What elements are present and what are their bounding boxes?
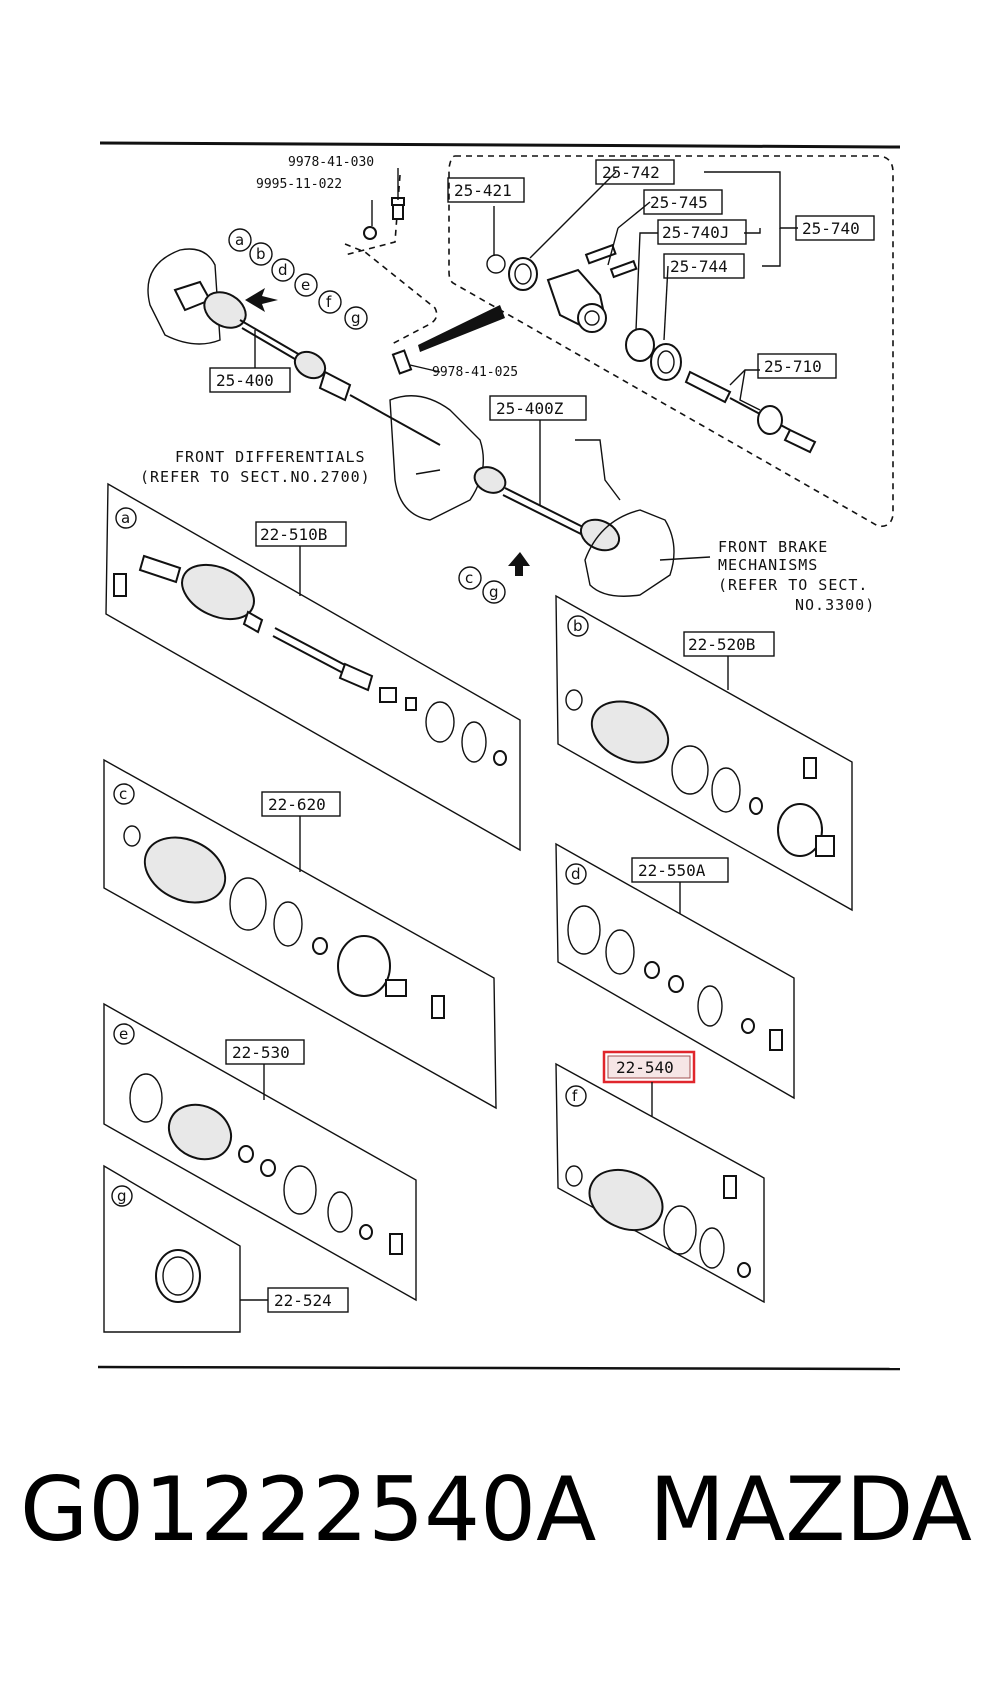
bolt-label-9978-41-025: 9978-41-025 <box>432 365 518 380</box>
callout-25-421: 25-421 <box>454 181 512 200</box>
part-number: G01222540A <box>20 1458 597 1561</box>
caption-bar: G01222540A MAZDA <box>0 1455 992 1565</box>
cv-joint-dashed-outline <box>344 243 438 346</box>
panel-b: b 22-520B <box>555 594 853 912</box>
letter-g-mid: g <box>489 583 499 601</box>
callout-22-510B: 22-510B <box>260 525 327 544</box>
callout-25-742: 25-742 <box>602 163 660 182</box>
panel-e: e 22-530 <box>103 1002 417 1302</box>
callout-25-744: 25-744 <box>670 257 728 276</box>
panel-c-letter: c <box>119 785 127 803</box>
letter-circles-cg: c g <box>458 566 506 604</box>
leader-lines <box>254 171 798 561</box>
panel-d: d 22-550A <box>555 842 795 1100</box>
bolt-label-9978-41-030: 9978-41-030 <box>288 155 374 170</box>
panel-g-letter: g <box>117 1187 127 1205</box>
callout-25-740J: 25-740J <box>662 223 729 242</box>
panel-f-letter: f <box>572 1087 578 1105</box>
panel-f: f 22-540 <box>555 1050 765 1304</box>
drive-shaft-assembly <box>147 248 675 597</box>
callout-22-530: 22-530 <box>232 1043 290 1062</box>
note-front-differentials-ref: (REFER TO SECT.NO.2700) <box>140 468 371 486</box>
letter-e-top: e <box>301 276 310 294</box>
letter-d-top: d <box>278 261 288 279</box>
bolt-label-9995-11-022: 9995-11-022 <box>256 177 342 192</box>
letter-circles-top: a b d e f g <box>228 228 368 330</box>
panel-e-letter: e <box>119 1025 128 1043</box>
bearing-group-dashed-outline <box>448 155 894 528</box>
note-front-brake: FRONT BRAKE <box>718 538 828 556</box>
panel-a-letter: a <box>121 509 130 527</box>
callout-22-620: 22-620 <box>268 795 326 814</box>
callout-25-400: 25-400 <box>216 371 274 390</box>
letter-c-mid: c <box>465 569 473 587</box>
bearing-group <box>486 243 817 454</box>
callout-25-710: 25-710 <box>764 357 822 376</box>
note-front-differentials: FRONT DIFFERENTIALS <box>175 448 366 466</box>
letter-a-top: a <box>235 231 244 249</box>
callout-22-520B: 22-520B <box>688 635 755 654</box>
note-brake-ref-no: NO.3300) <box>795 596 875 614</box>
bolt-9978-41-030 <box>363 168 405 240</box>
panel-c: c 22-620 <box>103 758 497 1110</box>
callout-22-540: 22-540 <box>616 1058 674 1077</box>
callout-25-740: 25-740 <box>802 219 860 238</box>
bolt-9978-41-025 <box>391 349 441 375</box>
parts-diagram: a b d e f g c g 25-421 25-742 25-745 25-… <box>97 141 901 1371</box>
letter-b-top: b <box>256 245 266 263</box>
note-brake-ref: (REFER TO SECT. <box>718 576 868 594</box>
panel-a: a 22-510B <box>105 482 521 852</box>
callout-22-524: 22-524 <box>274 1291 332 1310</box>
callouts-top: 25-421 25-742 25-745 25-740J 25-744 25-7… <box>209 159 875 421</box>
brand-name: MAZDA <box>649 1458 972 1561</box>
callout-25-745: 25-745 <box>650 193 708 212</box>
letter-g-top: g <box>351 309 361 327</box>
panel-b-letter: b <box>573 617 583 635</box>
note-mechanisms: MECHANISMS <box>718 556 818 574</box>
highlight-box <box>602 1050 696 1084</box>
bottom-rule <box>97 1365 901 1371</box>
callout-22-550A: 22-550A <box>638 861 706 880</box>
letter-f-top: f <box>326 293 332 311</box>
top-rule <box>99 141 901 149</box>
callout-25-400Z: 25-400Z <box>496 399 564 418</box>
panel-d-letter: d <box>571 865 581 883</box>
panel-g: g 22-524 <box>103 1164 349 1333</box>
